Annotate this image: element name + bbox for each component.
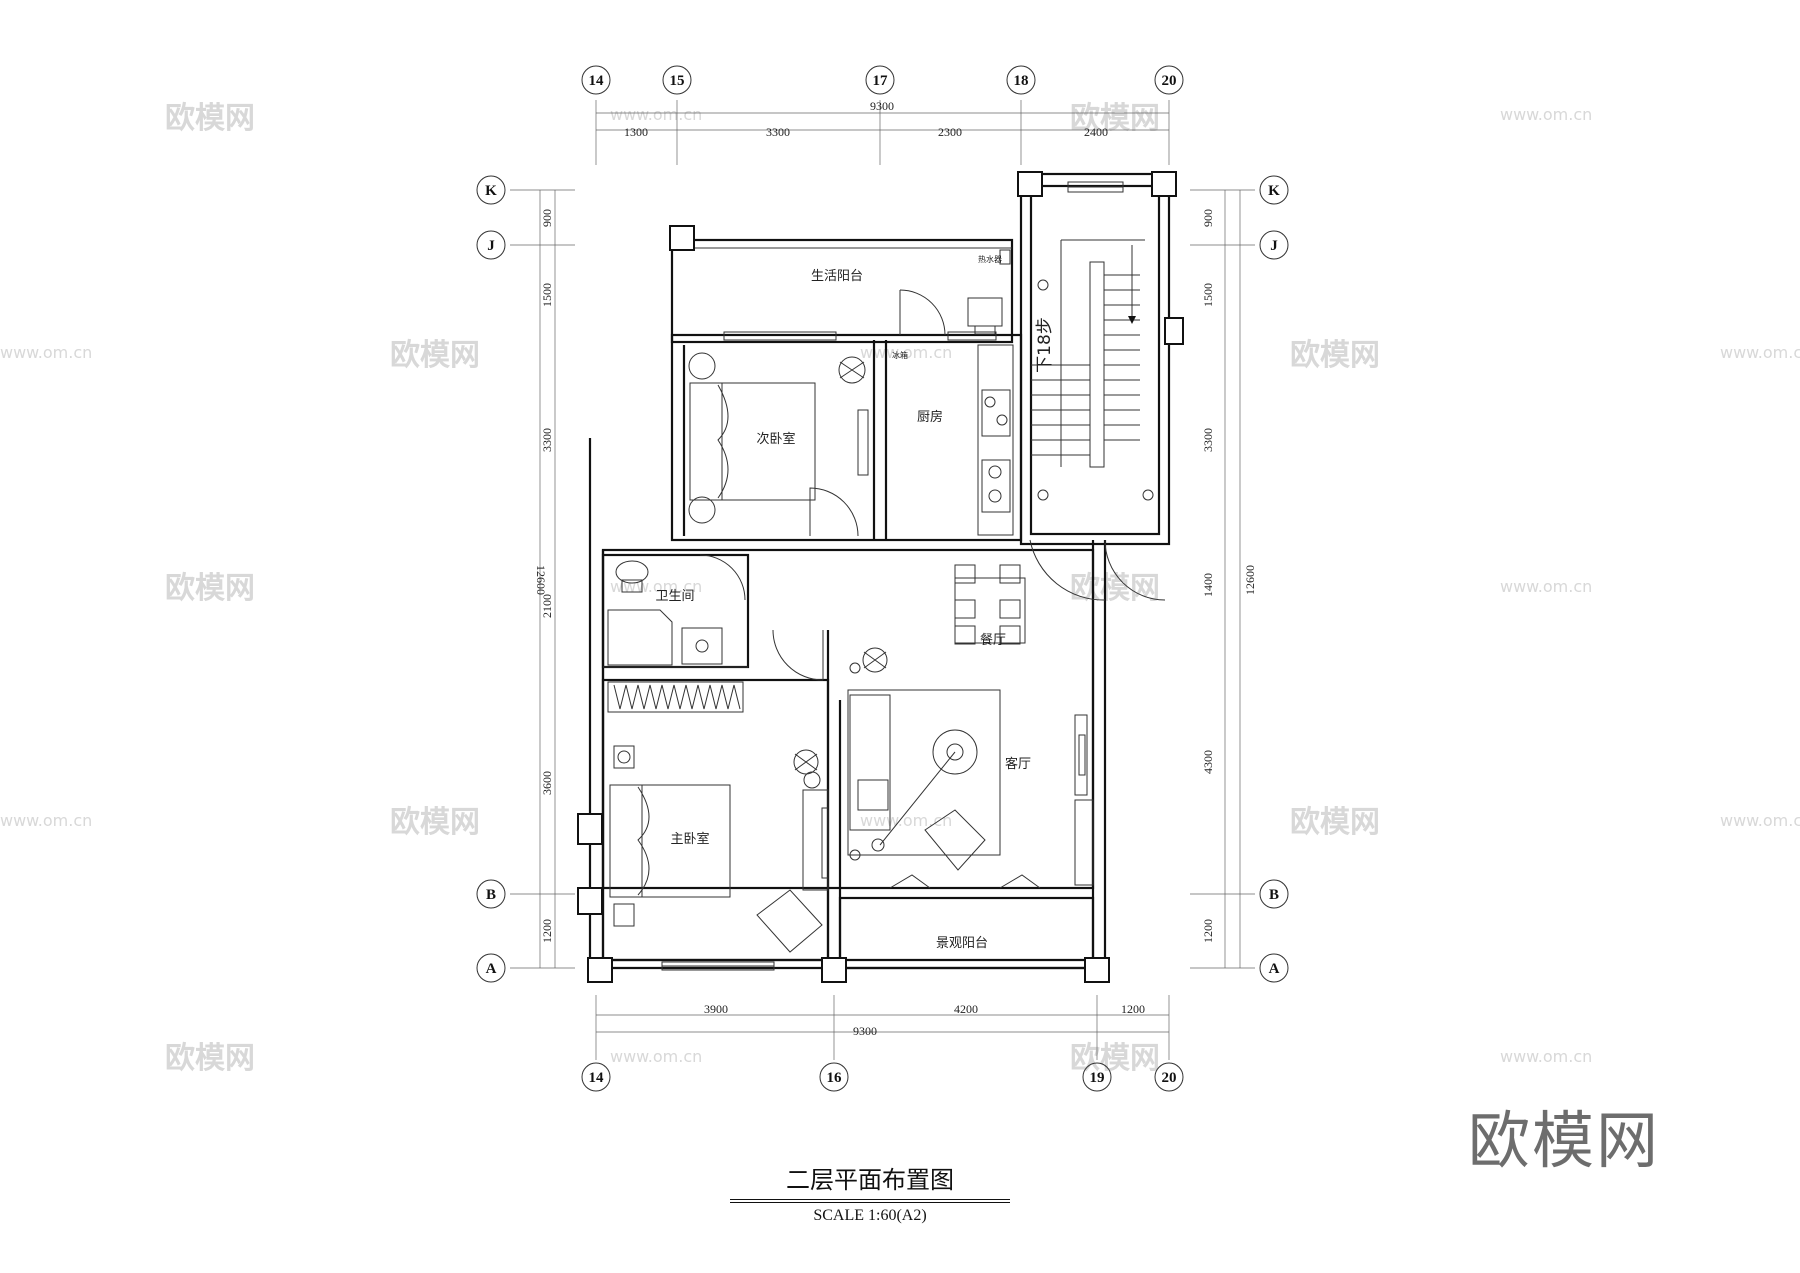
watermark-url: www.om.cn xyxy=(610,577,702,596)
watermark-url: www.om.cn xyxy=(1720,343,1800,362)
dimension-text: 3300 xyxy=(540,428,554,452)
dimension-text: 12600 xyxy=(534,565,548,595)
axis-label: 20 xyxy=(1162,1070,1177,1086)
watermark-text: 欧模网 xyxy=(1290,805,1380,840)
dimension-lines xyxy=(539,112,1241,1033)
axis-label: 14 xyxy=(589,1070,605,1086)
axis-label: 20 xyxy=(1162,73,1177,89)
dimension-text: 4200 xyxy=(954,1002,978,1016)
dimension-text: 3300 xyxy=(1201,428,1215,452)
watermark-text: 欧模网 xyxy=(390,805,480,840)
watermark-text: 欧模网 xyxy=(165,571,255,606)
watermark-url: www.om.cn xyxy=(860,343,952,362)
watermarks: 欧模网 欧模网 www.om.cn www.om.cn www.om.cn 欧模… xyxy=(0,101,1800,1076)
dimension-text: 9300 xyxy=(870,99,894,113)
title-underline-thin xyxy=(730,1202,1010,1203)
drawing-title: 二层平面布置图 xyxy=(786,1166,954,1194)
axis-label: 19 xyxy=(1090,1070,1105,1086)
dimension-text: 1300 xyxy=(624,125,648,139)
dimension-text: 1200 xyxy=(1121,1002,1145,1016)
axis-bubbles-bottom: 14 16 19 20 xyxy=(581,1062,1184,1092)
dimensions-top: 9300 1300 3300 2300 2400 xyxy=(624,99,1108,139)
axis-label: 14 xyxy=(589,73,605,89)
axis-bubbles-right: K J B A xyxy=(1259,175,1289,983)
axis-label: B xyxy=(486,887,496,903)
watermark-text: 欧模网 xyxy=(390,338,480,373)
watermark-text: 欧模网 xyxy=(1290,338,1380,373)
axis-bubbles-left: K J B A xyxy=(476,175,506,983)
furniture: 冰箱 热水器 xyxy=(607,249,1154,953)
dimension-text: 900 xyxy=(540,209,554,227)
axis-label: 18 xyxy=(1014,73,1029,89)
watermark-url: www.om.cn xyxy=(0,811,92,830)
dimension-text: 1500 xyxy=(1201,283,1215,307)
dimensions-right: 900 1500 3300 1400 4300 1200 12600 xyxy=(1201,209,1257,943)
room-label-second-bedroom: 次卧室 xyxy=(756,431,795,447)
dimension-text: 1500 xyxy=(540,283,554,307)
fridge-label: 冰箱 xyxy=(892,350,908,360)
dimension-text: 1400 xyxy=(1201,573,1215,597)
staircase: 下18步 xyxy=(1029,239,1166,601)
water-heater-label: 热水器 xyxy=(978,254,1002,264)
axis-label: A xyxy=(486,961,497,977)
dimension-text: 2400 xyxy=(1084,125,1108,139)
axis-label: 17 xyxy=(873,73,889,89)
walls xyxy=(577,171,1184,983)
dimension-text: 900 xyxy=(1201,209,1215,227)
dimensions-bottom: 3900 4200 1200 9300 xyxy=(704,1002,1145,1038)
watermark-url: www.om.cn xyxy=(1500,1047,1592,1066)
room-label-service-balcony: 生活阳台 xyxy=(811,269,863,284)
dimension-text: 12600 xyxy=(1243,565,1257,595)
room-label-bathroom: 卫生间 xyxy=(655,589,694,604)
watermark-text: 欧模网 xyxy=(1070,571,1160,606)
axis-label: B xyxy=(1269,887,1279,903)
title-block: 二层平面布置图 SCALE 1:60(A2) xyxy=(700,1160,1040,1225)
room-label-master-bedroom: 主卧室 xyxy=(670,831,709,847)
dimensions-left: 900 1500 3300 2100 3600 1200 12600 xyxy=(534,209,554,943)
drawing-scale: SCALE 1:60(A2) xyxy=(813,1207,927,1224)
watermark-url: www.om.cn xyxy=(1500,577,1592,596)
dimension-text: 3300 xyxy=(766,125,790,139)
room-label-view-balcony: 景观阳台 xyxy=(936,936,988,951)
brand-logo: 欧模网 xyxy=(1468,1104,1661,1177)
room-label-living: 客厅 xyxy=(1005,756,1031,772)
stairs-label: 下18步 xyxy=(1035,317,1055,373)
axis-label: 16 xyxy=(827,1070,843,1086)
watermark-text: 欧模网 xyxy=(1070,1041,1160,1076)
watermark-text: 欧模网 xyxy=(165,101,255,136)
room-label-dining: 餐厅 xyxy=(980,632,1006,648)
watermark-url: www.om.cn xyxy=(1500,105,1592,124)
axis-label: K xyxy=(485,183,497,199)
dimension-text: 2300 xyxy=(938,125,962,139)
room-label-kitchen: 厨房 xyxy=(917,409,943,425)
dimension-text: 3600 xyxy=(540,771,554,795)
dimension-text: 9300 xyxy=(853,1024,877,1038)
watermark-url: www.om.cn xyxy=(1720,811,1800,830)
title-underline xyxy=(730,1199,1010,1200)
watermark-text: 欧模网 xyxy=(165,1041,255,1076)
room-labels: 生活阳台 次卧室 厨房 卫生间 餐厅 客厅 主卧室 景观阳台 xyxy=(655,269,1031,951)
dimension-text: 2100 xyxy=(540,594,554,618)
dimension-text: 1200 xyxy=(1201,919,1215,943)
dimension-text: 4300 xyxy=(1201,750,1215,774)
watermark-url: www.om.cn xyxy=(610,1047,702,1066)
dimension-text: 1200 xyxy=(540,919,554,943)
dimension-text: 3900 xyxy=(704,1002,728,1016)
axis-label: 15 xyxy=(670,73,685,89)
axis-label: A xyxy=(1269,961,1280,977)
axis-lines xyxy=(510,100,1255,1060)
axis-bubbles-top: 14 15 17 18 20 xyxy=(581,65,1184,95)
watermark-url: www.om.cn xyxy=(860,811,952,830)
watermark-url: www.om.cn xyxy=(610,105,702,124)
axis-label: J xyxy=(1270,238,1278,254)
axis-label: K xyxy=(1268,183,1280,199)
watermark-url: www.om.cn xyxy=(0,343,92,362)
axis-label: J xyxy=(487,238,495,254)
